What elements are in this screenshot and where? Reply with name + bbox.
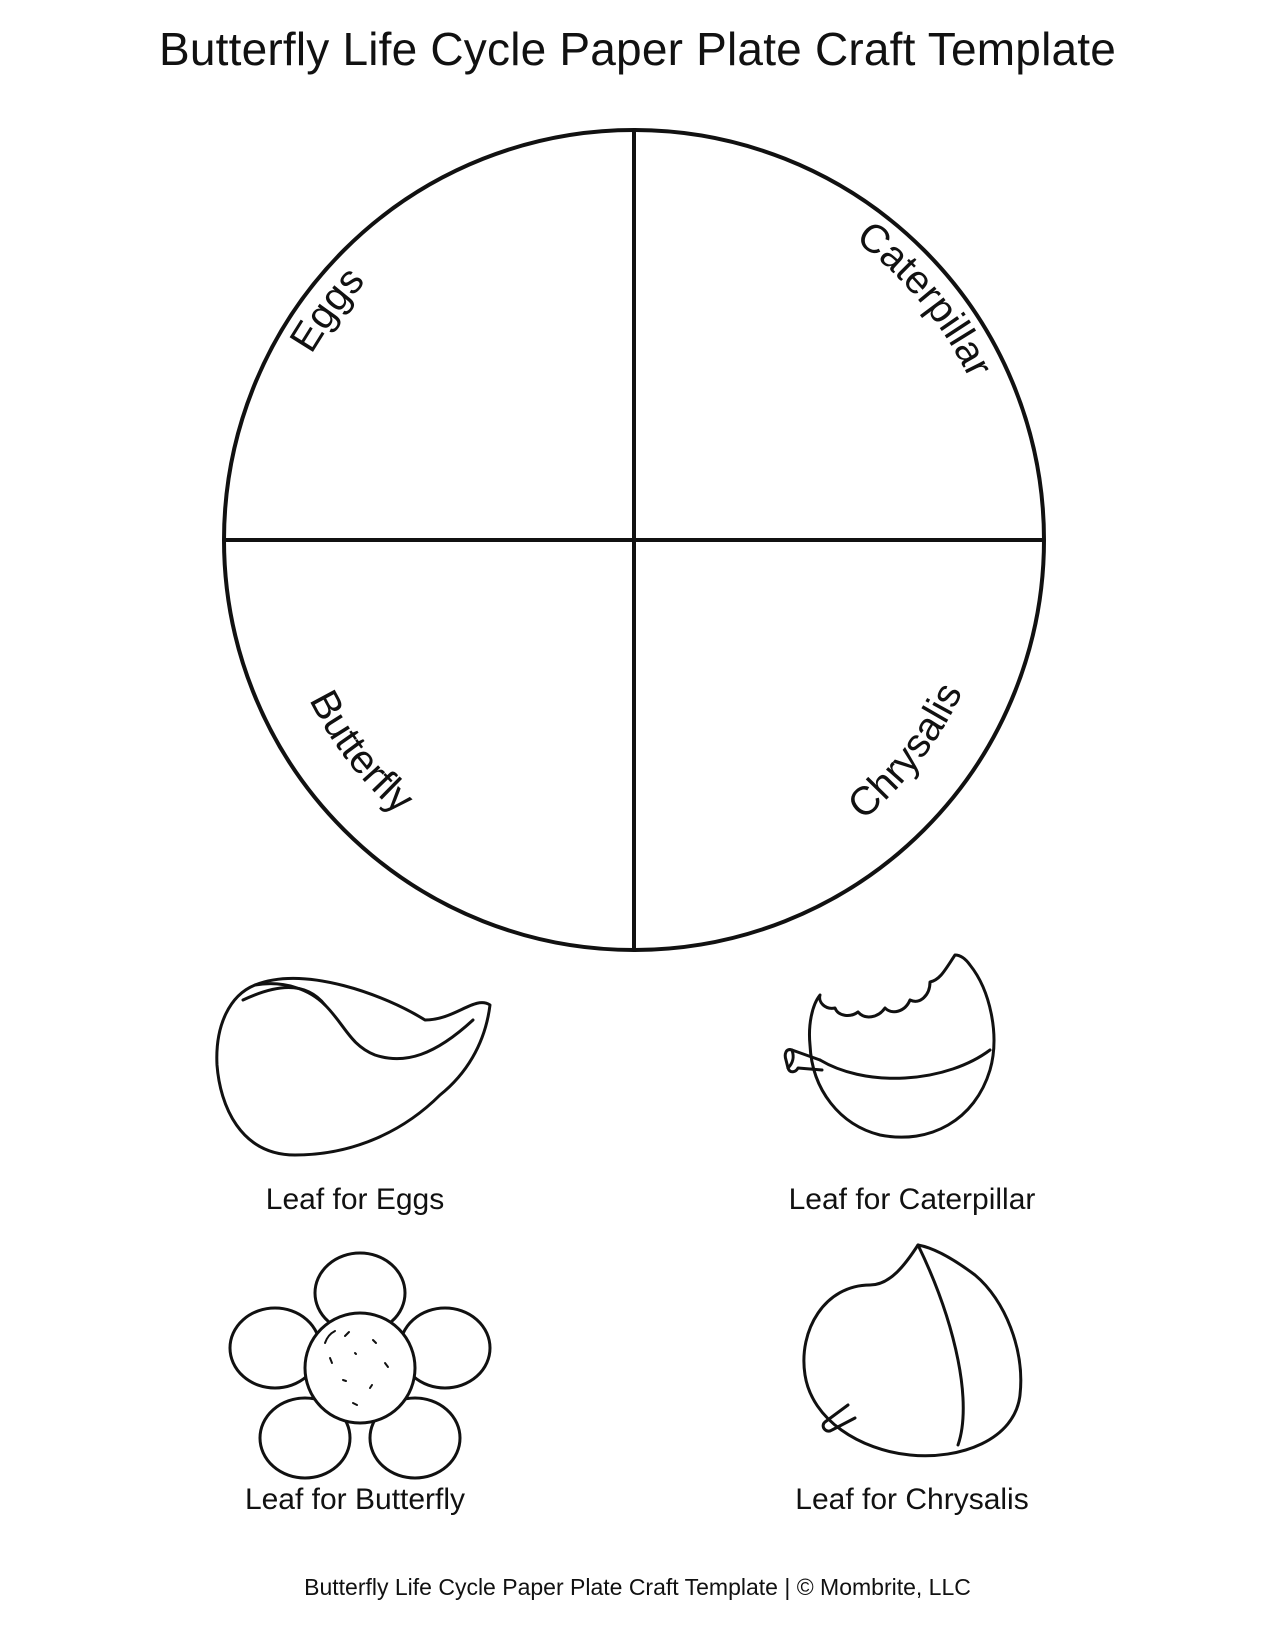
section-label-chrysalis: Chrysalis — [840, 676, 971, 827]
eggs-leaf-icon — [215, 976, 492, 1157]
life-cycle-plate: Eggs Caterpillar Butterfly Chrysalis — [222, 128, 1046, 952]
caption-leaf-eggs: Leaf for Eggs — [265, 1183, 445, 1216]
bitten-leaf-icon — [783, 953, 996, 1139]
flower-icon — [228, 1251, 492, 1480]
caption-leaf-chrysalis: Leaf for Chrysalis — [795, 1483, 1029, 1516]
caption-leaf-butterfly: Leaf for Butterfly — [244, 1483, 466, 1516]
svg-text:Chrysalis: Chrysalis — [840, 676, 971, 827]
section-label-caterpillar: Caterpillar — [849, 213, 1001, 384]
svg-text:Caterpillar: Caterpillar — [849, 213, 1001, 384]
chrysalis-leaf-icon — [802, 1243, 1023, 1458]
footer-credit: Butterfly Life Cycle Paper Plate Craft T… — [304, 1574, 971, 1600]
caption-leaf-caterpillar: Leaf for Caterpillar — [788, 1183, 1036, 1216]
page-title: Butterfly Life Cycle Paper Plate Craft T… — [158, 23, 1117, 75]
